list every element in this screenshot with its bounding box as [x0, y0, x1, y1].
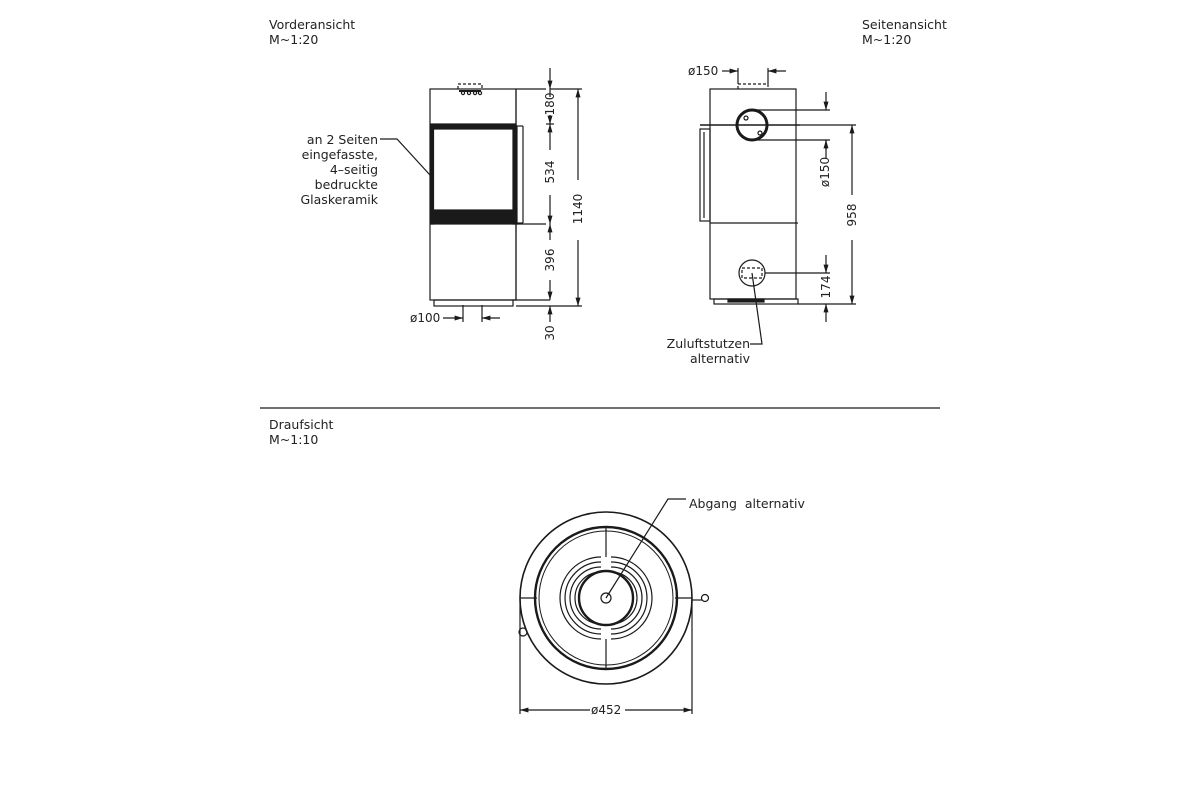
- dim-front-base: 30: [543, 325, 557, 341]
- glass-annotation-line-4: bedruckte: [314, 177, 378, 192]
- side-view-title: Seitenansicht: [862, 17, 947, 32]
- side-view-stove: [699, 68, 856, 345]
- air-intake-annotation-line-1: Zuluftstutzen: [666, 336, 750, 351]
- dim-front-total-height: 1140: [571, 193, 585, 225]
- dim-front-bottom-section: 396: [543, 248, 557, 272]
- front-view-stove: [380, 68, 582, 322]
- dim-front-glass-section: 534: [543, 160, 557, 184]
- front-view-title: Vorderansicht: [269, 17, 356, 32]
- glass-annotation-line-2: eingefasste,: [301, 147, 378, 162]
- front-view-scale: M~1:20: [269, 32, 319, 47]
- top-view-stove: [518, 498, 710, 714]
- dim-side-rear-flue-height: 958: [845, 203, 859, 227]
- dim-side-flue-rear-diameter: ø150: [818, 156, 832, 188]
- air-intake-annotation-line-2: alternativ: [690, 351, 750, 366]
- glass-annotation-line-3: 4–seitig: [329, 162, 378, 177]
- dim-side-air-intake-height: 174: [819, 275, 833, 299]
- glass-annotation-line-1: an 2 Seiten: [306, 132, 378, 147]
- top-view-title: Draufsicht: [269, 417, 334, 432]
- outlet-annotation: Abgang alternativ: [689, 496, 805, 511]
- top-view-scale: M~1:10: [269, 432, 319, 447]
- dim-top-outer-diameter: ø452: [591, 703, 622, 717]
- glass-annotation-line-5: Glaskeramik: [300, 192, 378, 207]
- dim-side-flue-top-diameter: ø150: [688, 64, 719, 78]
- dim-front-top-section: 180: [543, 92, 557, 116]
- dim-front-air-pipe-diameter: ø100: [410, 311, 441, 325]
- side-view-scale: M~1:20: [862, 32, 912, 47]
